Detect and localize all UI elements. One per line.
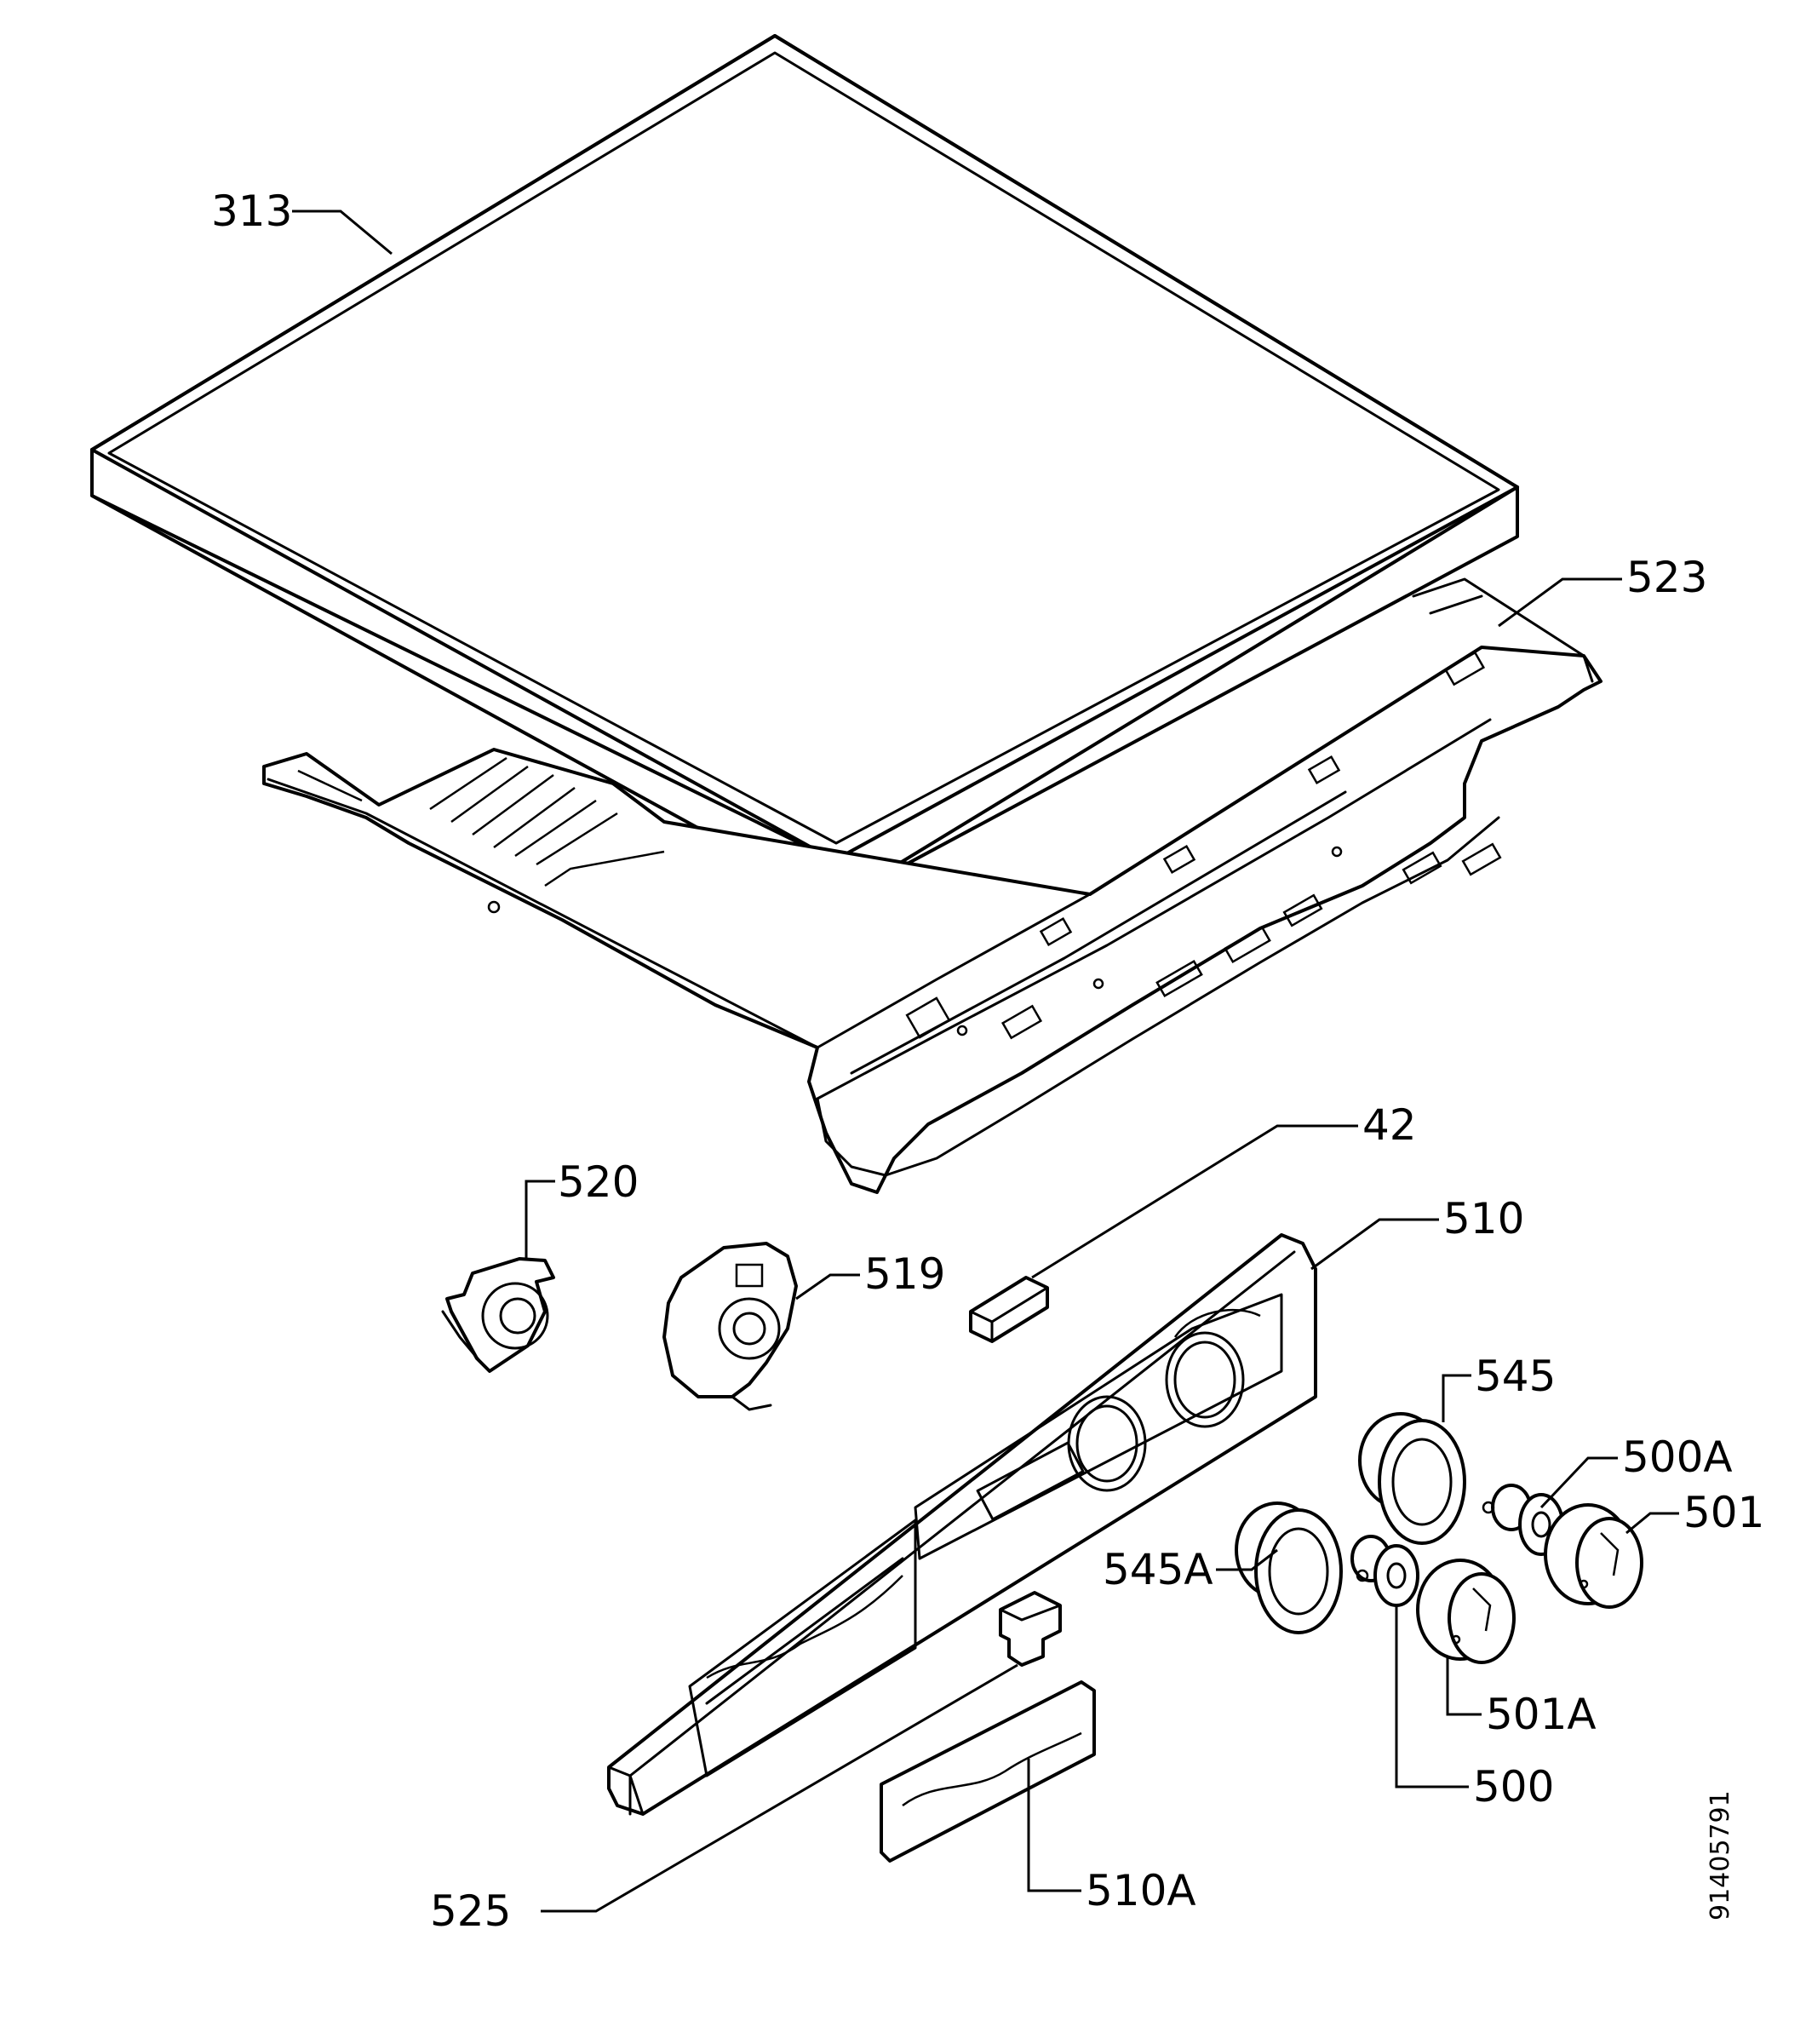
label-500: 500 [1473, 1762, 1554, 1811]
part-523-panel-frame [262, 577, 1602, 1194]
part-501A-knob [1416, 1559, 1516, 1664]
label-519: 519 [864, 1249, 945, 1299]
label-510A: 510A [1086, 1866, 1196, 1915]
part-510-front-panel [607, 1233, 1317, 1816]
document-number: 91405791 [1706, 1790, 1735, 1921]
part-42-switch [969, 1276, 1049, 1343]
part-501-knob [1544, 1503, 1643, 1609]
label-545A: 545A [1103, 1545, 1213, 1594]
leader-lines [292, 210, 1679, 1913]
label-510: 510 [1443, 1194, 1524, 1243]
label-525: 525 [430, 1886, 511, 1936]
part-525-button [999, 1591, 1062, 1667]
part-labels: 313 523 42 520 519 510 545 500A 501 545A… [211, 187, 1764, 1936]
label-523: 523 [1626, 553, 1707, 602]
part-500-spindle [1350, 1535, 1419, 1607]
part-545-knob-disc [1358, 1412, 1466, 1545]
part-510A-flap [880, 1680, 1096, 1863]
part-520-bracket [441, 1257, 555, 1373]
label-520: 520 [558, 1157, 639, 1207]
label-313: 313 [211, 187, 292, 236]
part-519-bracket [662, 1242, 798, 1411]
label-545: 545 [1475, 1352, 1556, 1401]
label-501: 501 [1683, 1488, 1764, 1537]
label-42: 42 [1362, 1100, 1417, 1150]
label-500A: 500A [1622, 1433, 1733, 1482]
label-501A: 501A [1486, 1690, 1597, 1739]
